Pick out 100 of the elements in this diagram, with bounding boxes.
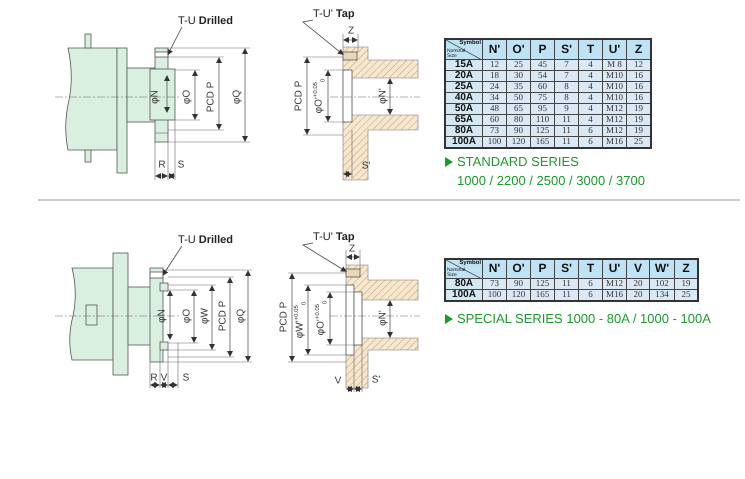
row-header: 100A [445,289,482,300]
column-header: W' [650,259,674,278]
dimension-label: S [178,160,184,170]
tapped-hole [346,268,360,278]
row-header: 20A [445,70,482,81]
dimension-label: PCD P [206,82,216,112]
leader-line [162,246,182,276]
table-cell: 35 [506,81,530,92]
column-header: T [578,39,602,59]
table-cell: 73 [482,125,506,136]
dimension-label: PCD P [218,300,228,332]
table-cell: 19 [626,125,651,136]
table-cell: M12 [602,114,626,125]
table-cell: 73 [482,278,506,289]
table-cell: M 8 [602,59,626,70]
row-header: 100A [445,136,482,148]
table-cell: 8 [554,92,578,103]
table-cell: 19 [626,103,651,114]
table-cell: 25 [506,59,530,70]
leader-line [302,20,344,56]
table-cell: 65 [506,103,530,114]
dimension-label: R [158,160,166,170]
dimension-label: S [182,372,190,384]
table-cell: 18 [482,70,506,81]
table-cell: 6 [578,278,602,289]
row-header: 80A [445,125,482,136]
table-cell: 12 [482,59,506,70]
dimension-label: R [150,372,158,384]
table-cell: 7 [554,59,578,70]
callout-label: T-U' Tap [313,231,355,243]
table-cell: M10 [602,81,626,92]
dimension-label: φO [182,90,192,104]
row-header: 15A [445,59,482,70]
table-cell: 20 [626,278,650,289]
table-cell: 110 [530,114,554,125]
table-cell: 60 [482,114,506,125]
series-heading: STANDARD SERIES [457,154,579,169]
column-header: P [530,259,554,278]
table-cell: 4 [578,92,602,103]
column-header: O' [506,259,530,278]
table-cell: 30 [506,70,530,81]
table-cell: 16 [626,70,651,81]
table-cell: 4 [578,70,602,81]
dimension-label: V [160,372,168,384]
table-cell: 45 [530,59,554,70]
dimension-label: Z [348,244,356,254]
callout-label: T-U Drilled [178,15,234,27]
dimension-label: φO [182,308,192,324]
series-numbers: 1000 / 2200 / 2500 / 3000 / 3700 [457,173,645,188]
table-cell: 8 [554,81,578,92]
column-header: N' [482,39,506,59]
table-cell: 60 [530,81,554,92]
table-cell: 19 [674,278,698,289]
table-cell: 102 [650,278,674,289]
column-header: Z [674,259,698,278]
dimension-label: φN [156,309,168,323]
table-cell: M12 [602,278,626,289]
table-cell: 24 [482,81,506,92]
table-cell: 4 [578,59,602,70]
column-header: N' [482,259,506,278]
tapped-hole [342,52,358,60]
table-cell: 4 [578,81,602,92]
table-cell: 34 [482,92,506,103]
table-cell: 16 [626,92,651,103]
table-cell: M10 [602,70,626,81]
column-header: V [626,259,650,278]
dimension-label: V [334,376,342,386]
column-header: S' [554,39,578,59]
leader-line [302,242,347,272]
table-cell: 54 [530,70,554,81]
dimension-label: φQ [232,90,242,104]
row-header: 80A [445,278,482,289]
dimension-label: φW [200,308,210,324]
callout-label: T-U' Tap [313,8,355,20]
column-header: U' [602,259,626,278]
leader-line [168,26,182,56]
column-header: U' [602,39,626,59]
row-header: 65A [445,114,482,125]
table-cell: 80 [506,114,530,125]
table-cell: 50 [506,92,530,103]
dimension-label: φN' [378,310,388,326]
table-cell: 6 [578,125,602,136]
dimension-label: PCD P [278,302,290,332]
table-cell: 90 [506,278,530,289]
table-cell: 4 [578,114,602,125]
table-cell: 125 [530,278,554,289]
row-header: 50A [445,103,482,114]
table-cell: 4 [578,103,602,114]
table-cell: 7 [554,70,578,81]
dimension-label: PCD P [294,80,304,112]
drilled-hole [154,52,168,58]
column-header: S' [554,259,578,278]
column-header: Z [626,39,651,59]
column-header: P [530,39,554,59]
table-cell: 125 [530,125,554,136]
dimension-label: φN' [378,88,388,104]
dimension-label: S' [372,374,380,386]
table-cell: M12 [602,125,626,136]
dimension-label: φN [150,90,160,104]
table-cell: 11 [554,278,578,289]
